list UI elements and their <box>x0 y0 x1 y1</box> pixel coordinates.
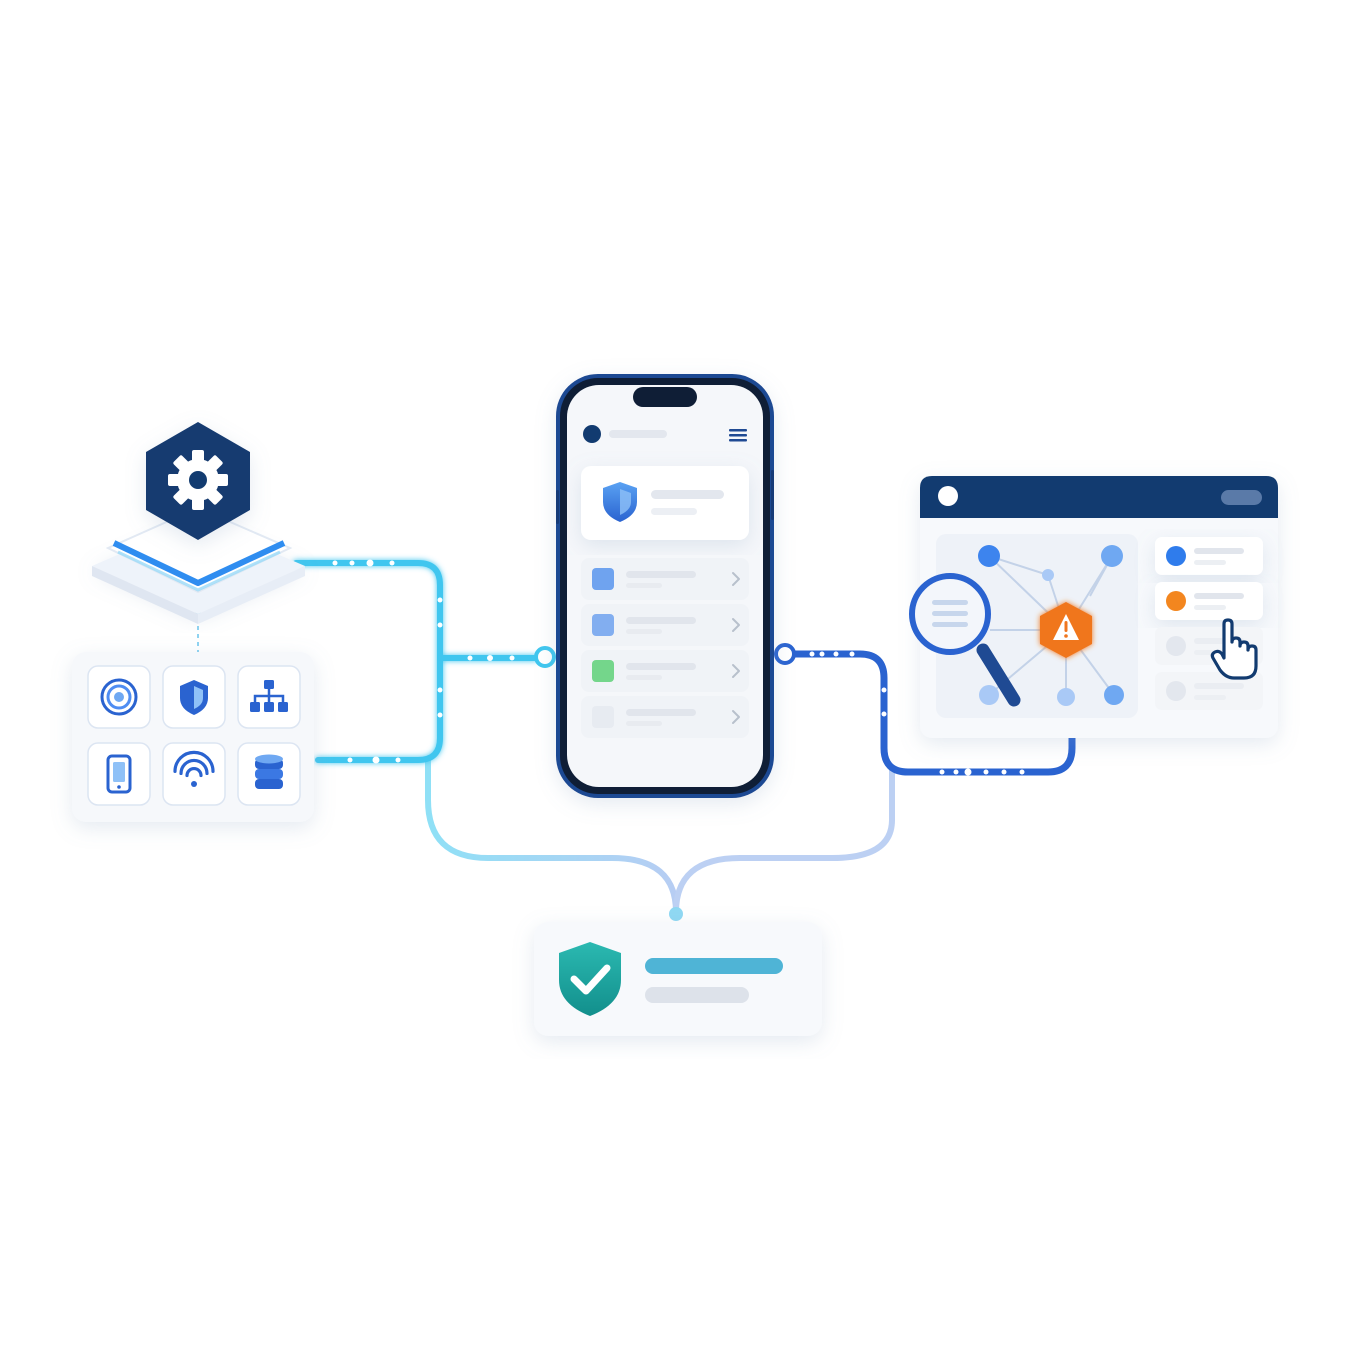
phone-left-port <box>534 646 556 668</box>
connectors <box>195 559 1076 921</box>
alert-list-item[interactable] <box>1155 672 1263 710</box>
mobile-phone <box>556 374 774 798</box>
list-item-icon <box>592 660 614 682</box>
magnifier-icon[interactable] <box>909 573 1021 707</box>
verified-result-card <box>534 922 822 1036</box>
connector-left-to-result <box>425 757 679 915</box>
hub-platform-top <box>105 506 293 594</box>
database-icon <box>255 754 283 789</box>
asset-tile-shield[interactable] <box>162 665 226 729</box>
wifi-icon <box>173 750 215 787</box>
settings-hub <box>92 422 305 624</box>
result-title-bar <box>645 958 783 974</box>
shield-icon <box>180 680 208 715</box>
alert-list-item[interactable] <box>1155 537 1263 575</box>
phone-avatar <box>583 425 601 443</box>
status-dot <box>1166 591 1186 611</box>
phone-notch <box>633 387 697 407</box>
status-dot <box>1166 636 1186 656</box>
graph-node <box>979 685 999 705</box>
asset-icon-panel <box>72 652 314 822</box>
graph-node <box>1104 685 1124 705</box>
status-dot <box>1166 546 1186 566</box>
threat-dashboard-window <box>909 476 1278 738</box>
asset-tile-network[interactable] <box>237 665 301 729</box>
list-item-icon <box>592 568 614 590</box>
phone-list-item[interactable] <box>581 650 749 692</box>
graph-node <box>1101 545 1123 567</box>
hamburger-menu-icon[interactable] <box>729 429 747 442</box>
window-control-pill <box>1221 490 1262 505</box>
mobile-device-icon <box>106 754 132 794</box>
hub-glow-strip <box>112 540 286 586</box>
asset-tile-radar[interactable] <box>87 665 151 729</box>
alert-list-item[interactable] <box>1155 582 1263 620</box>
list-item-icon <box>592 706 614 728</box>
graph-panel <box>936 534 1138 718</box>
connector-phone-to-dashboard <box>782 650 1076 776</box>
warning-icon <box>1040 602 1092 658</box>
chevron-right-icon <box>732 664 740 678</box>
phone-list-item[interactable] <box>581 696 749 738</box>
hand-pointer-icon <box>1210 618 1258 680</box>
phone-list-item[interactable] <box>581 604 749 646</box>
asset-tile-database[interactable] <box>237 742 301 806</box>
graph-node <box>1042 569 1054 581</box>
dashboard-titlebar <box>920 476 1278 518</box>
status-dot <box>1166 681 1186 701</box>
shield-check-icon <box>559 942 621 1016</box>
graph-node <box>978 545 1000 567</box>
graph-node <box>1057 688 1075 706</box>
network-icon <box>250 680 288 712</box>
phone-title-placeholder <box>609 430 667 438</box>
result-subtitle-bar <box>645 987 749 1003</box>
phone-right-port <box>774 643 796 665</box>
list-item-icon <box>592 614 614 636</box>
chevron-right-icon <box>732 618 740 632</box>
asset-tile-wifi[interactable] <box>162 742 226 806</box>
chevron-right-icon <box>732 572 740 586</box>
phone-list-item[interactable] <box>581 558 749 600</box>
chevron-right-icon <box>732 710 740 724</box>
connector-hub-to-junction <box>293 560 443 763</box>
shield-icon <box>603 482 637 522</box>
radar-icon <box>100 678 138 716</box>
asset-tile-mobile-device[interactable] <box>87 742 151 806</box>
window-dot <box>938 486 958 506</box>
gear-icon <box>168 450 228 510</box>
result-junction <box>669 907 683 921</box>
connector-right-to-result <box>673 767 895 915</box>
